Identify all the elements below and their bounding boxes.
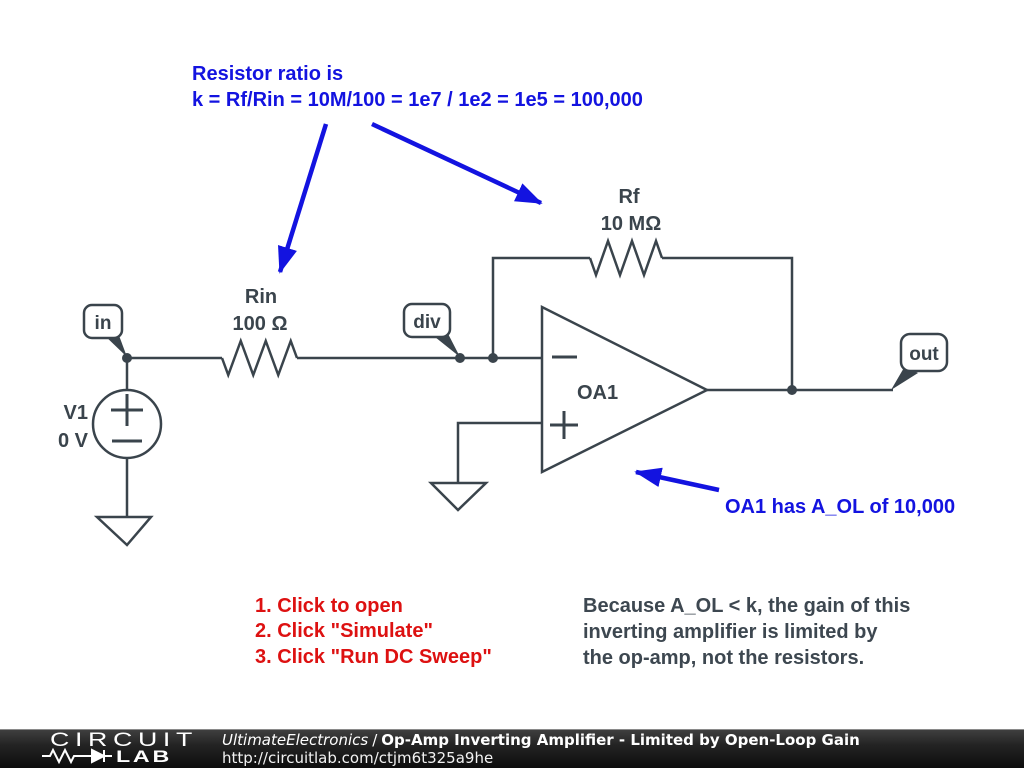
opamp-triangle [540,304,710,475]
net-flag-in-box [82,303,124,340]
note-line-1: Because A_OL < k, the gain of this [583,595,910,617]
net-flag-out[interactable]: out [891,332,949,390]
footer-circuit-title: Op-Amp Inverting Amplifier - Limited by … [381,731,860,749]
instruction-step-1: 1. Click to open [255,595,403,617]
net-flag-out-box [899,332,949,373]
instructions: 1. Click to open 2. Click "Simulate" 3. … [255,595,492,668]
footer-bar: CIRCUIT LAB UltimateElectronics/Op-Amp I… [0,729,1024,768]
footer-author[interactable]: UltimateElectronics [222,731,369,749]
oa1-gain-annotation: OA1 has A_OL of 10,000 [725,496,955,518]
resistor-ratio-annotation: Resistor ratio is k = Rf/Rin = 10M/100 =… [192,63,643,111]
rf-name-label: Rf [618,186,639,208]
footer-text: UltimateElectronics/Op-Amp Inverting Amp… [222,731,860,767]
annotation-arrow-to-rin [277,123,329,274]
footer-title-row[interactable]: UltimateElectronics/Op-Amp Inverting Amp… [222,731,860,749]
footer-url[interactable]: http://circuitlab.com/ctjm6t325a9he [222,749,494,767]
ratio-text-line1: Resistor ratio is [192,63,343,85]
circuitlab-logo[interactable]: CIRCUIT LAB [36,730,208,768]
oa1-name-label: OA1 [577,382,618,404]
junction-feedback-left [488,353,498,363]
v1-name-label: V1 [64,402,88,424]
rf-zigzag [588,237,664,279]
ground-symbol-opamp [427,481,490,512]
rin-value-label: 100 Ω [233,313,288,335]
instruction-step-3: 3. Click "Run DC Sweep" [255,646,492,668]
instruction-step-2: 2. Click "Simulate" [255,620,433,642]
voltage-source-v1[interactable]: V1 0 V [58,388,163,460]
wire-noninverting [456,421,542,483]
plus-symbol [111,394,143,426]
annotation-arrow-to-rf [371,121,543,206]
junction-out [787,385,797,395]
logo-word-lab: LAB [116,747,172,764]
note-line-3: the op-amp, not the resistors. [583,647,864,669]
note-line-2: inverting amplifier is limited by [583,621,878,643]
junction-div [455,353,465,363]
logo-word-circuit: CIRCUIT [50,730,198,751]
wire-feedback [491,256,794,390]
v1-value-label: 0 V [58,430,89,452]
wires [125,256,893,517]
net-label-div: div [413,312,441,333]
resistor-rf[interactable]: Rf 10 MΩ [588,186,664,279]
noninverting-input-symbol [550,411,578,439]
explanation-note: Because A_OL < k, the gain of this inver… [583,595,910,669]
junction-in [122,353,132,363]
net-flag-div[interactable]: div [402,302,460,357]
rin-zigzag [220,337,299,379]
logo-resistor-diode-icon [42,747,112,765]
opamp-oa1[interactable]: OA1 [540,304,710,475]
net-label-in: in [95,313,112,334]
footer-separator: / [372,731,378,749]
rin-name-label: Rin [245,286,277,308]
ground-symbol-source [93,515,154,547]
net-label-out: out [909,344,939,365]
net-flag-div-box [402,302,452,339]
junction-dots [122,353,797,395]
annotation-arrow-to-opamp [634,467,720,493]
schematic-canvas[interactable]: Resistor ratio is k = Rf/Rin = 10M/100 =… [0,0,1024,729]
ratio-text-line2: k = Rf/Rin = 10M/100 = 1e7 / 1e2 = 1e5 =… [192,89,643,111]
rf-value-label: 10 MΩ [601,213,662,235]
resistor-rin[interactable]: Rin 100 Ω [220,286,299,379]
net-flag-in[interactable]: in [82,303,127,357]
